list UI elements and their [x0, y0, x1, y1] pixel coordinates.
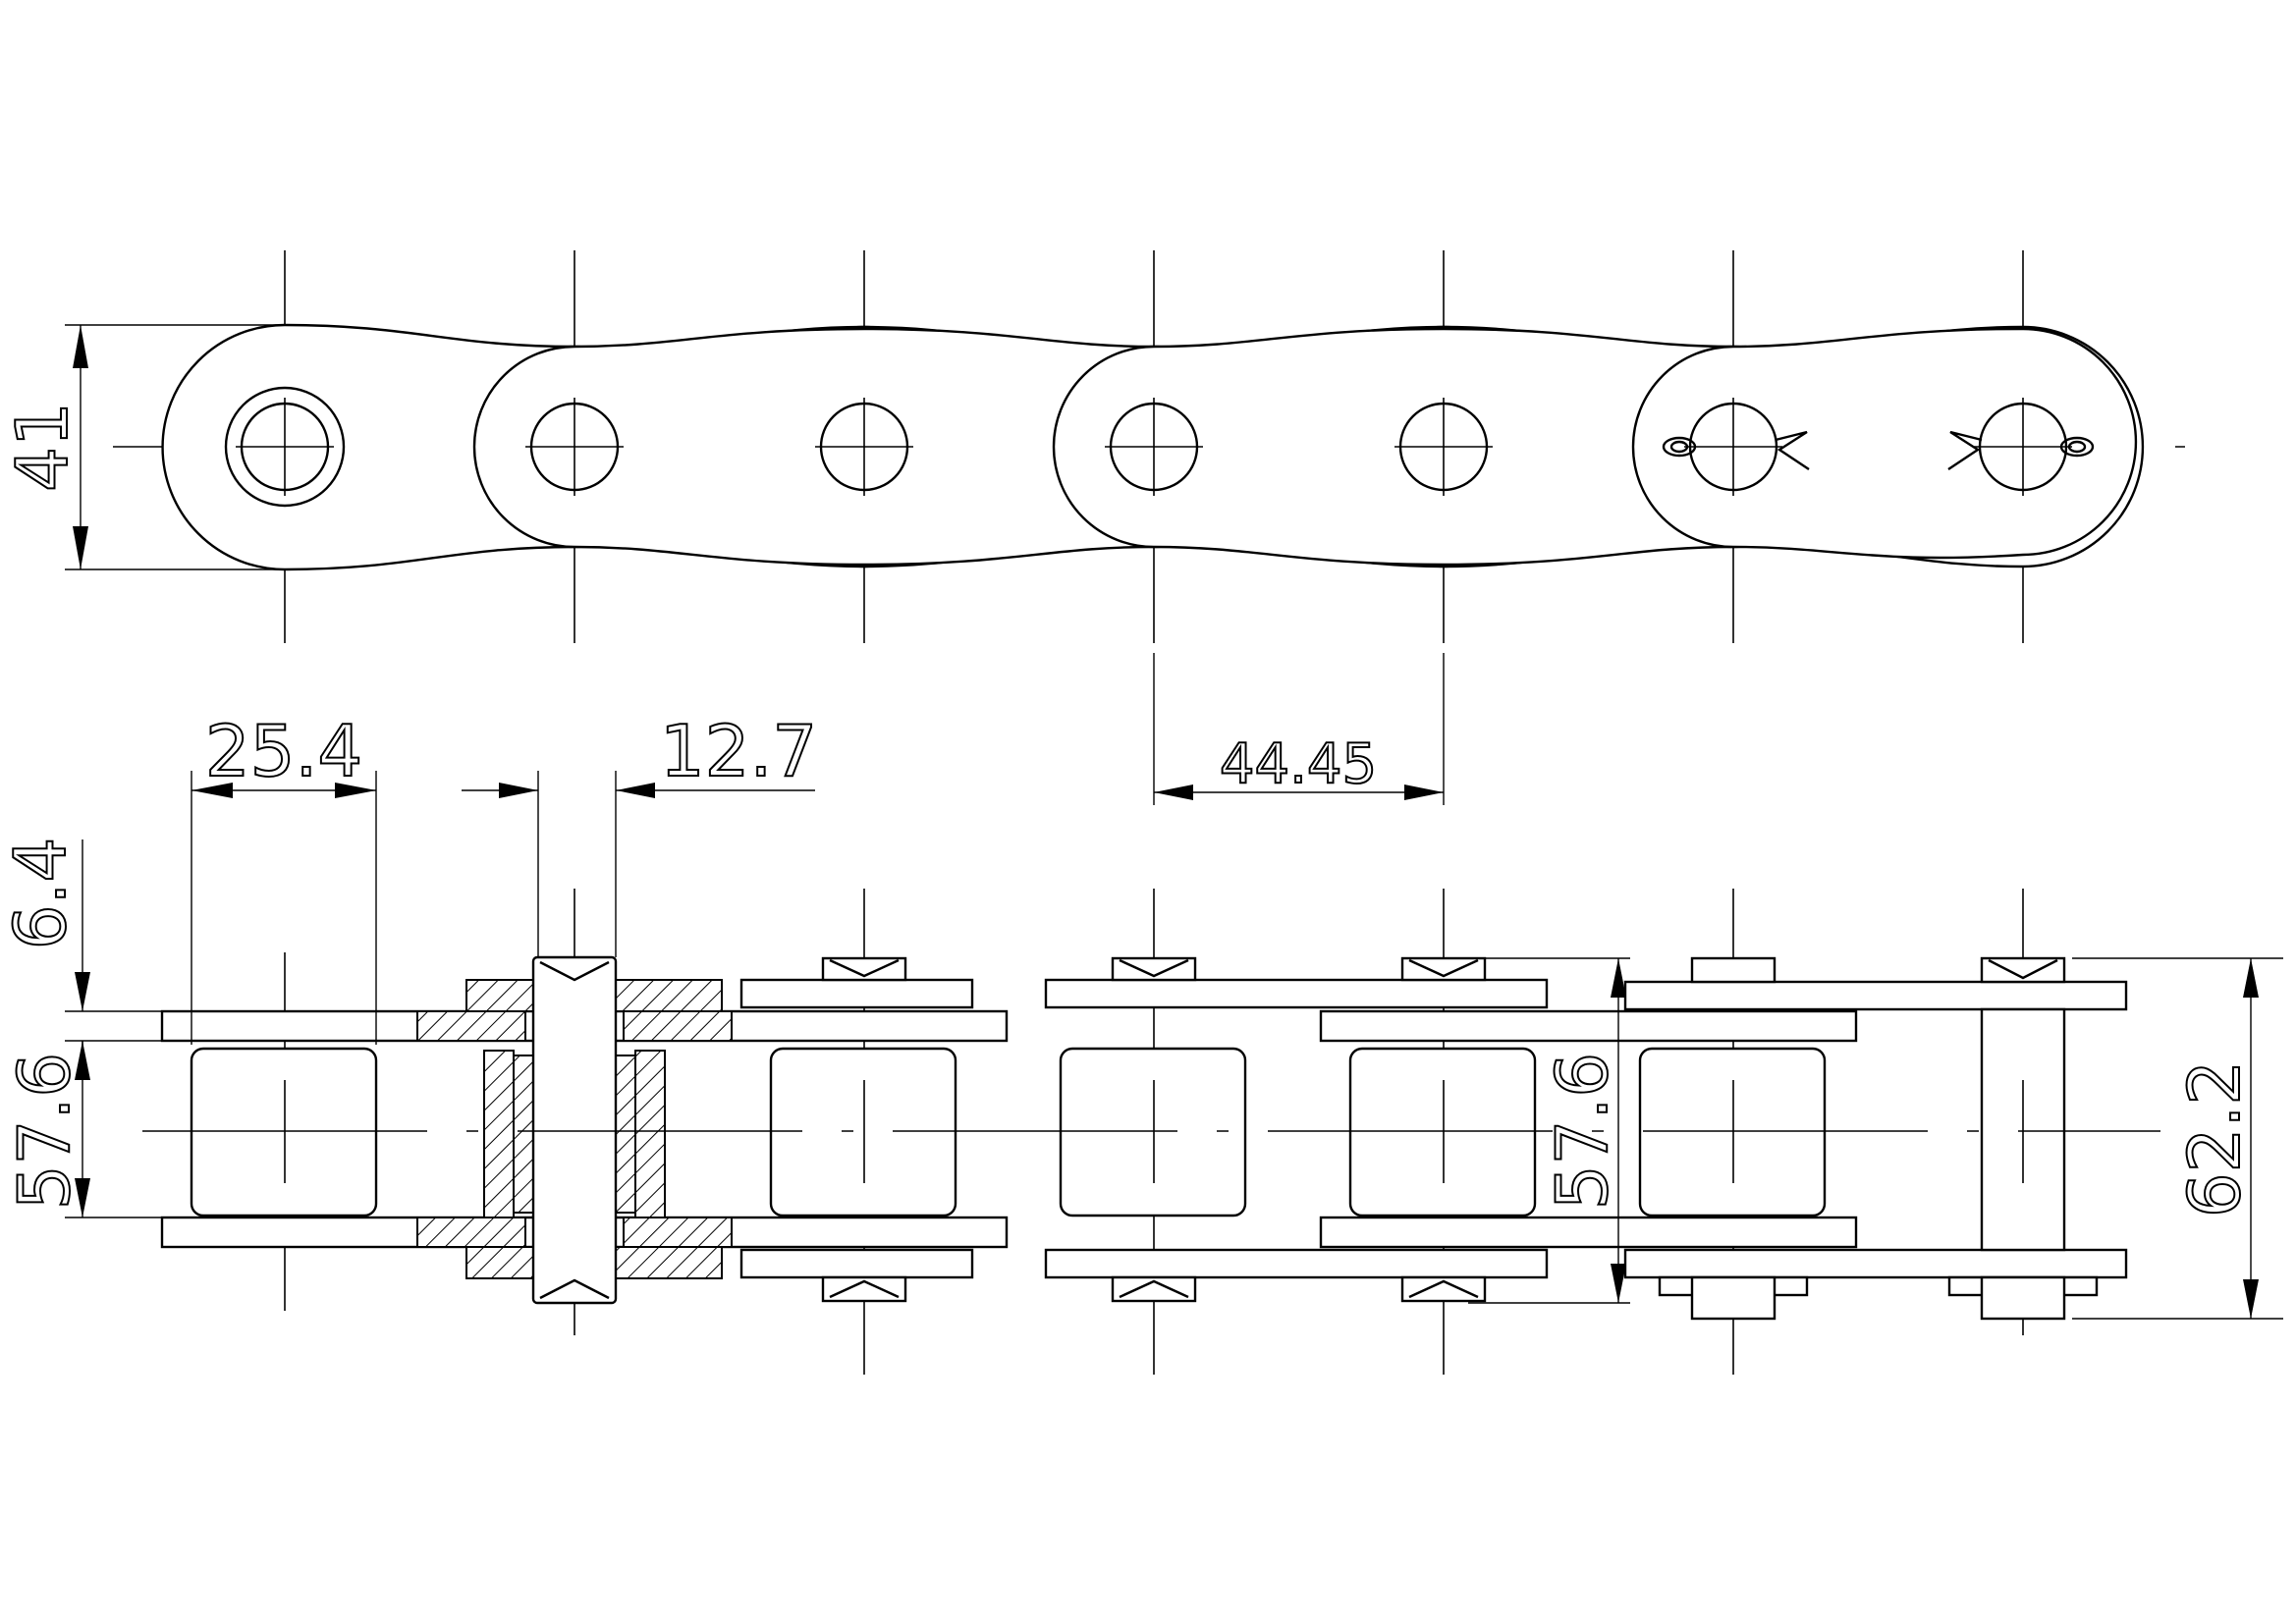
dimension-total-pitch: 44.45: [1153, 653, 1445, 805]
pin-section: [531, 955, 618, 1305]
dimension-label-plate-thickness: 6.4: [0, 838, 82, 950]
roller-crosses: [284, 1080, 2024, 1183]
rollers: [190, 1047, 1827, 1217]
dimension-label-inner-width-left: 57.6: [3, 1053, 85, 1210]
cotter-pin-right: [1947, 430, 2095, 470]
dimension-label-roller-width: 12.7: [660, 710, 817, 792]
dimension-pitch: 25.4: [191, 709, 377, 1045]
sectioned-link: [416, 955, 733, 1305]
dimension-overall-width: 62.2: [2072, 957, 2283, 1320]
plates: [160, 978, 2128, 1279]
top-view: 41: [0, 250, 2185, 643]
dimension-height: 41: [0, 324, 287, 570]
dimension-label-total-pitch: 44.45: [1220, 732, 1377, 796]
pin-heads: [821, 956, 2099, 1321]
hole-crosses: [236, 398, 2072, 496]
end-pin: [1980, 1007, 2066, 1252]
dimension-plate-thickness: 6.4: [0, 837, 162, 1080]
dimension-label-height: 41: [1, 402, 83, 492]
dimension-label-inner-width-right: 57.6: [1541, 1053, 1623, 1210]
cotter-pin-left: [1662, 430, 1810, 470]
inner-link-plates: [161, 323, 2138, 571]
dimension-label-pitch: 25.4: [205, 710, 362, 792]
dimension-label-overall-width: 62.2: [2173, 1060, 2256, 1217]
section-view: 25.4 12.7 44.45 6.: [0, 653, 2283, 1375]
dimension-roller-width: 12.7: [462, 709, 818, 957]
dimension-inner-width-right: 57.6: [1468, 957, 1630, 1304]
dimension-inner-width-left: 57.6: [2, 1041, 162, 1218]
